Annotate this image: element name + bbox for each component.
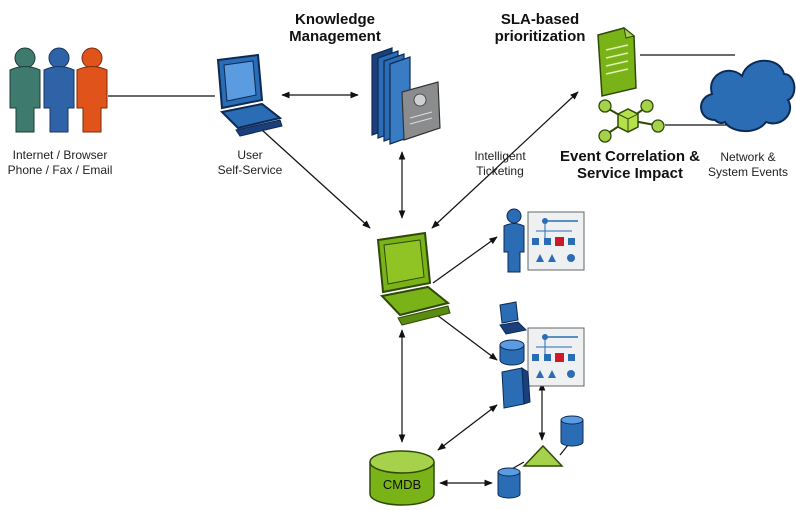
selfservice-to-agent-arrow — [261, 129, 371, 229]
self-service-label-line2: Self-Service — [217, 163, 283, 177]
event-correlation-icon — [598, 99, 665, 143]
network-cloud-icon — [700, 59, 796, 132]
sla-to-agent-arrow — [431, 91, 579, 229]
federated-sources-icon — [497, 415, 584, 499]
knowledge-management-heading: Knowledge Management — [280, 11, 390, 45]
users-label: Internet / Browser Phone / Fax / Email — [0, 148, 120, 178]
person-orange-icon — [76, 47, 108, 133]
users-label-line1: Internet / Browser — [12, 148, 108, 162]
users-group — [9, 47, 108, 133]
ticketing-label-line2: Ticketing — [476, 164, 524, 178]
person-teal-icon — [9, 47, 41, 133]
user-service-map-icon — [503, 208, 585, 273]
cmdb-infra-arrow — [437, 404, 498, 451]
network-events-label: Network & System Events — [700, 150, 796, 180]
cmdb-label: CMDB — [382, 477, 422, 492]
event-heading-line2: Service Impact — [577, 165, 683, 182]
users-label-line2: Phone / Fax / Email — [7, 163, 113, 177]
network-label-line2: System Events — [707, 165, 789, 179]
event-heading-line1: Event Correlation & — [559, 148, 701, 165]
person-blue-icon — [43, 47, 75, 133]
service-agent-computer-icon — [376, 231, 451, 326]
sla-heading-line1: SLA-based — [500, 11, 580, 28]
triangle-db2-line — [559, 444, 569, 456]
intelligent-ticketing-label: Intelligent Ticketing — [460, 149, 540, 179]
sla-heading-line2: prioritization — [494, 28, 586, 45]
event-correlation-heading: Event Correlation & Service Impact — [555, 148, 705, 182]
agent-to-user-map-arrow — [432, 236, 498, 284]
agent-to-infra-map-arrow — [432, 311, 498, 361]
ticketing-label-line1: Intelligent — [474, 149, 526, 163]
self-service-label-line1: User — [237, 148, 263, 162]
cmdb-database-icon — [369, 450, 435, 506]
sla-prioritization-heading: SLA-based prioritization — [485, 11, 595, 45]
self-service-label: User Self-Service — [205, 148, 295, 178]
knowledge-heading-line2: Management — [289, 28, 381, 45]
network-label-line1: Network & — [720, 150, 776, 164]
infrastructure-map-icon — [499, 301, 585, 409]
knowledge-heading-line1: Knowledge — [294, 11, 375, 28]
knowledge-documents-icon — [371, 47, 441, 145]
self-service-computer-icon — [216, 53, 283, 137]
sla-document-icon — [597, 26, 637, 97]
